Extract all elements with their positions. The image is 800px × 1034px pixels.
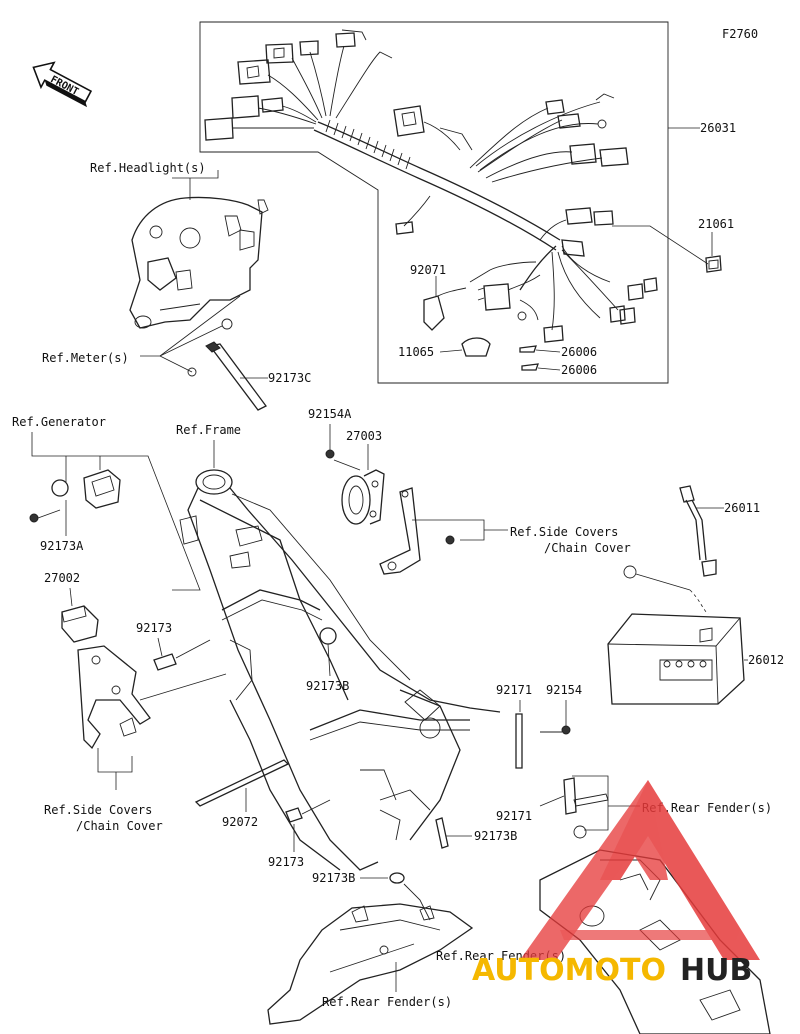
bolt-92173A (29, 513, 39, 523)
battery-26012 (607, 613, 745, 705)
label-92173B-1: 92173B (306, 679, 349, 693)
label-27002: 27002 (44, 571, 80, 585)
label-ref-side-covers-2b: /Chain Cover (76, 819, 163, 833)
band-92171-1 (515, 713, 523, 769)
label-92154A: 92154A (308, 407, 352, 421)
label-ref-headlight: Ref.Headlight(s) (90, 161, 206, 175)
label-11065: 11065 (398, 345, 434, 359)
main-harness-26031 (204, 29, 722, 371)
label-92173B-2: 92173B (474, 829, 517, 843)
label-27003: 27003 (346, 429, 382, 443)
label-26031: 26031 (700, 121, 736, 135)
relay-27002 (61, 605, 99, 643)
generator-connector (83, 469, 121, 509)
label-ref-meter: Ref.Meter(s) (42, 351, 129, 365)
label-92173B-3: 92173B (312, 871, 355, 885)
horn-27003 (341, 469, 385, 525)
label-92173-2: 92173 (268, 855, 304, 869)
label-92171-2: 92171 (496, 809, 532, 823)
label-ref-generator: Ref.Generator (12, 415, 106, 429)
front-arrow-icon: FRONT (32, 61, 93, 108)
label-21061: 21061 (698, 217, 734, 231)
headlight-bracket (129, 196, 269, 329)
clamp-92173B-3 (389, 872, 405, 884)
label-26011: 26011 (724, 501, 760, 515)
bolt-92154 (561, 725, 571, 735)
rear-fender-lower (267, 883, 474, 1025)
harness-leaders (435, 127, 713, 371)
generator-grommet (51, 479, 69, 497)
harness-group-border (199, 21, 669, 384)
label-ref-side-covers-1a: Ref.Side Covers (510, 525, 618, 539)
label-92173C: 92173C (268, 371, 311, 385)
clamp-92173B-1 (319, 627, 337, 645)
figure-code: F2760 (722, 27, 758, 41)
watermark-logo (520, 780, 760, 960)
label-ref-frame: Ref.Frame (176, 423, 241, 437)
horn-bracket (379, 487, 455, 575)
label-26012: 26012 (748, 653, 784, 667)
watermark-text-part1: AUTOMOTO (472, 953, 666, 988)
relay-bracket (77, 645, 151, 750)
label-ref-rear-fender-1: Ref.Rear Fender(s) (642, 801, 772, 815)
label-ref-rear-fender-3: Ref.Rear Fender(s) (322, 995, 452, 1009)
label-ref-side-covers-1b: /Chain Cover (544, 541, 631, 555)
band-92072 (194, 759, 290, 807)
meter-bolt (187, 367, 197, 377)
label-26006-b: 26006 (561, 363, 597, 377)
label-92173-1: 92173 (136, 621, 172, 635)
band-92173C (208, 343, 267, 411)
label-92171-1: 92171 (496, 683, 532, 697)
bolt-92154A (325, 449, 335, 459)
meter-grommet (221, 318, 233, 330)
label-92071: 92071 (410, 263, 446, 277)
label-ref-side-covers-2a: Ref.Side Covers (44, 803, 152, 817)
label-26006-a: 26006 (561, 345, 597, 359)
bolt-92173-2 (285, 807, 303, 823)
bolt-92173-1 (153, 653, 177, 671)
label-92072: 92072 (222, 815, 258, 829)
clamp-92173B-2 (435, 817, 449, 849)
battery-cable-26011 (623, 485, 717, 615)
frame (179, 469, 501, 871)
label-92173A: 92173A (40, 539, 84, 553)
label-92154: 92154 (546, 683, 582, 697)
watermark-text-part2: HUB (680, 953, 752, 988)
